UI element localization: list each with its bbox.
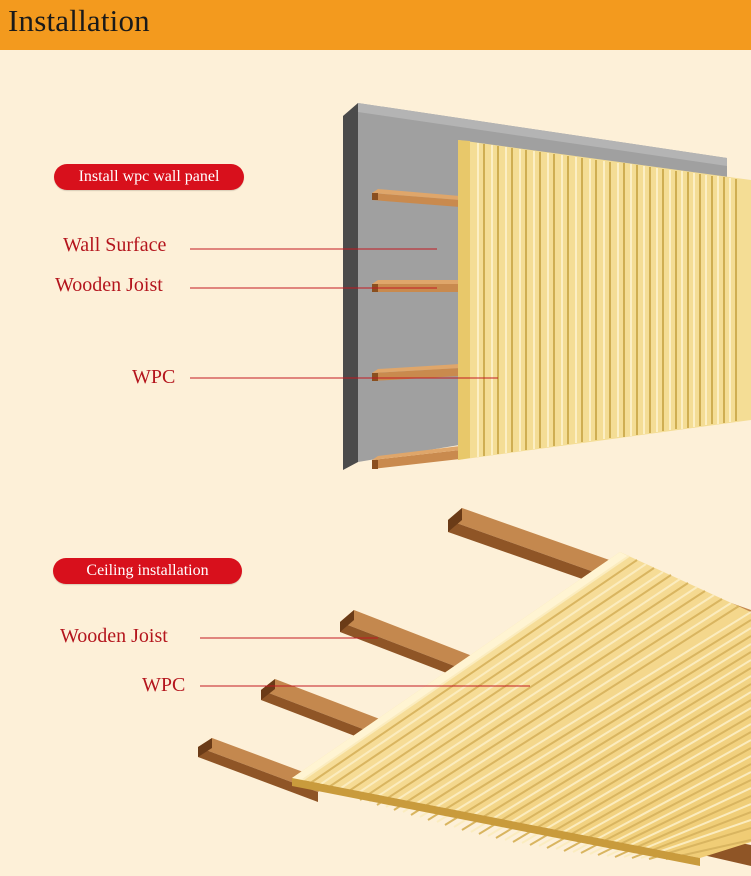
wall-leader-lines	[190, 248, 498, 379]
wall-edge	[343, 103, 358, 470]
wall-wooden-joist-label: Wooden Joist	[55, 274, 163, 296]
ceiling-wooden-joist-label: Wooden Joist	[60, 625, 168, 647]
wall-joist	[372, 446, 460, 469]
ceiling-wpc-label: WPC	[142, 674, 186, 696]
wall-wpc-label: WPC	[132, 366, 176, 388]
ceiling-section-badge: Ceiling installation	[53, 558, 242, 584]
header-bar: Installation	[0, 0, 751, 50]
wall-joist	[372, 280, 460, 292]
page-title: Installation	[8, 3, 150, 38]
wall-surface-label: Wall Surface	[63, 234, 167, 256]
wall-joist	[372, 189, 460, 207]
wall-diagram	[190, 103, 751, 470]
ceiling-leader-lines	[200, 637, 530, 687]
wpc-wall-panel	[458, 140, 751, 460]
wall-section-badge: Install wpc wall panel	[54, 164, 244, 190]
wpc-ceiling-panel	[292, 552, 751, 866]
ceiling-diagram	[198, 508, 751, 866]
